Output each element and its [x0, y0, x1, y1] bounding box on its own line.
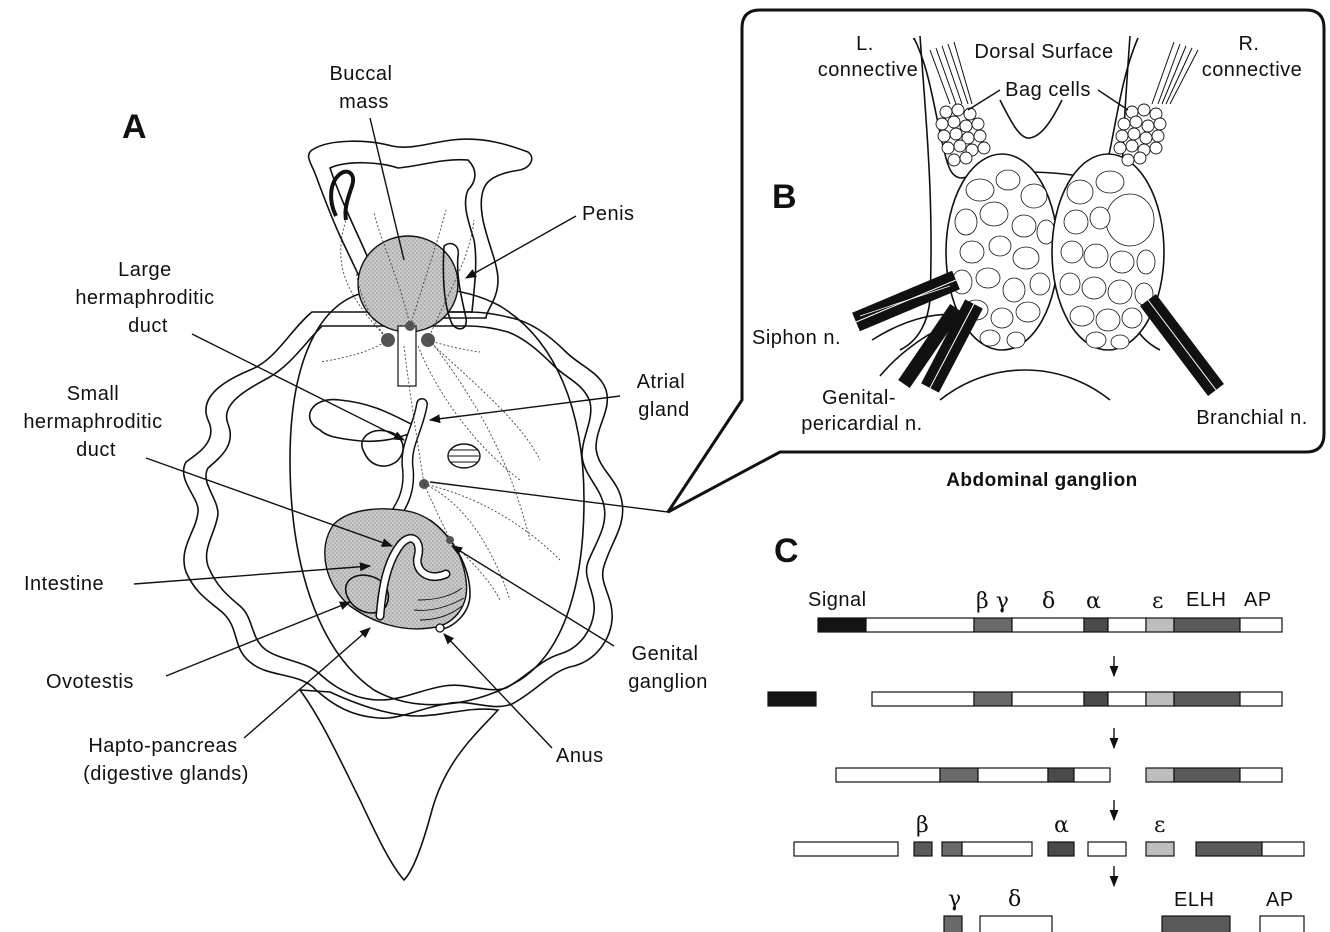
right-hemiganglion	[1052, 154, 1164, 350]
row3-delta	[978, 768, 1048, 782]
row3-spacer	[836, 768, 940, 782]
label-penis: Penis	[582, 203, 635, 225]
label-small-duct: Small hermaphroditic duct	[23, 383, 168, 461]
atrial-gland-organ	[448, 444, 480, 468]
segment-ap	[1240, 618, 1282, 632]
cleaved-signal	[768, 692, 816, 706]
leader-buccal-mass	[370, 118, 404, 260]
leader-genital-ganglion	[452, 546, 614, 646]
row3-ap	[1240, 768, 1282, 782]
panel-a-letter: A	[122, 108, 147, 146]
row5-ap	[1260, 916, 1304, 932]
leader-small-duct	[146, 458, 392, 546]
row5-label-delta: δ	[1008, 887, 1021, 912]
esophagus	[398, 326, 416, 386]
panel-b-letter: B	[772, 178, 797, 216]
row4-elh	[1196, 842, 1262, 856]
anus-opening	[436, 624, 444, 632]
label-intestine: Intestine	[24, 573, 104, 595]
label-delta: δ	[1042, 589, 1055, 614]
label-beta-gamma: β γ	[976, 589, 1009, 614]
tail	[300, 690, 498, 880]
row4-ap	[1262, 842, 1304, 856]
row3-epsilon	[1146, 768, 1174, 782]
row2-alpha	[1084, 692, 1108, 706]
label-elh: ELH	[1186, 589, 1226, 611]
row2-ap	[1240, 692, 1282, 706]
processing-row-3	[836, 768, 1282, 782]
row4-spacer-2	[1088, 842, 1126, 856]
panel-a-labels: Buccal mass Penis Large hermaphroditic d…	[23, 63, 707, 785]
row4-label-epsilon: ε	[1154, 813, 1165, 838]
leader-penis	[466, 216, 576, 278]
label-genital-ganglion: Genital ganglion	[628, 643, 708, 693]
segment-elh	[1174, 618, 1240, 632]
processing-row-5	[944, 916, 1304, 932]
row4-label-beta: β	[916, 813, 929, 838]
leader-hapto-pancreas	[244, 628, 370, 738]
row3-spacer-2	[1074, 768, 1110, 782]
label-epsilon: ε	[1152, 589, 1163, 614]
row2-elh	[1174, 692, 1240, 706]
row2-spacer	[872, 692, 974, 706]
row5-elh	[1162, 916, 1230, 932]
row5-gamma	[944, 916, 962, 932]
segment-spacer	[866, 618, 974, 632]
leader-large-duct	[192, 334, 404, 440]
row5-label-ap: AP	[1266, 889, 1294, 911]
processing-row-2	[768, 692, 1282, 706]
segment-delta	[1012, 618, 1084, 632]
label-siphon-n: Siphon n.	[752, 327, 841, 349]
label-anus: Anus	[556, 745, 604, 767]
label-bag-cells: Bag cells	[1005, 79, 1091, 101]
caption-abdominal-ganglion: Abdominal ganglion	[946, 470, 1138, 491]
segment-alpha	[1084, 618, 1108, 632]
row3-alpha	[1048, 768, 1074, 782]
internal-organs	[310, 210, 560, 632]
segment-spacer-2	[1108, 618, 1146, 632]
label-large-duct: Large hermaphroditic duct	[75, 259, 220, 337]
label-alpha: α	[1086, 589, 1101, 614]
panel-a: A	[23, 63, 707, 880]
hapto-pancreas-organ	[325, 509, 467, 629]
segment-beta-gamma	[974, 618, 1012, 632]
processing-row-4	[794, 842, 1304, 856]
label-branchial-n: Branchial n.	[1196, 407, 1308, 429]
row4-alpha	[1048, 842, 1074, 856]
panel-b: B	[668, 10, 1324, 512]
rhinophore	[331, 172, 353, 220]
row2-delta	[1012, 692, 1084, 706]
label-dorsal-surface: Dorsal Surface	[974, 41, 1113, 63]
row5-delta	[980, 916, 1052, 932]
label-signal: Signal	[808, 589, 867, 611]
row3-elh	[1174, 768, 1240, 782]
row2-beta-gamma	[974, 692, 1012, 706]
leader-abdominal-ganglion	[430, 482, 668, 512]
label-ap: AP	[1244, 589, 1272, 611]
label-buccal-mass: Buccal mass	[329, 63, 398, 113]
row2-epsilon	[1146, 692, 1174, 706]
row4-gamma	[942, 842, 962, 856]
row4-label-alpha: α	[1054, 813, 1069, 838]
row4-delta	[962, 842, 1032, 856]
row3-beta-gamma	[940, 768, 978, 782]
label-atrial-gland: Atrial gland	[637, 371, 692, 421]
label-hapto-pancreas: Hapto-pancreas (digestive glands)	[83, 735, 249, 785]
precursor-row-1	[818, 618, 1282, 632]
segment-epsilon	[1146, 618, 1174, 632]
row5-label-gamma: γ	[948, 887, 961, 912]
panel-c-letter: C	[774, 532, 799, 570]
row2-spacer-2	[1108, 692, 1146, 706]
segment-signal	[818, 618, 866, 632]
row4-spacer	[794, 842, 898, 856]
row5-label-elh: ELH	[1174, 889, 1214, 911]
row4-beta	[914, 842, 932, 856]
panel-c: C Signal β γ δ α ε ELH AP	[768, 532, 1304, 932]
label-ovotestis: Ovotestis	[46, 671, 134, 693]
row4-epsilon	[1146, 842, 1174, 856]
leader-anus	[444, 634, 552, 748]
leader-ovotestis	[166, 602, 350, 676]
